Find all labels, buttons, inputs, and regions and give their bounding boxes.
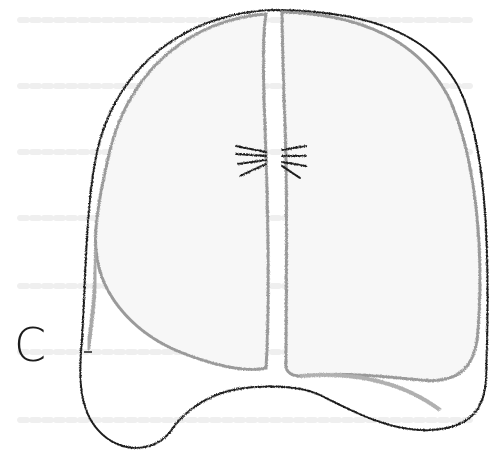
right-lobe	[282, 12, 480, 381]
lower-left-shading	[88, 250, 96, 350]
left-lobe	[96, 14, 269, 369]
figure-label-c: C	[14, 322, 46, 368]
